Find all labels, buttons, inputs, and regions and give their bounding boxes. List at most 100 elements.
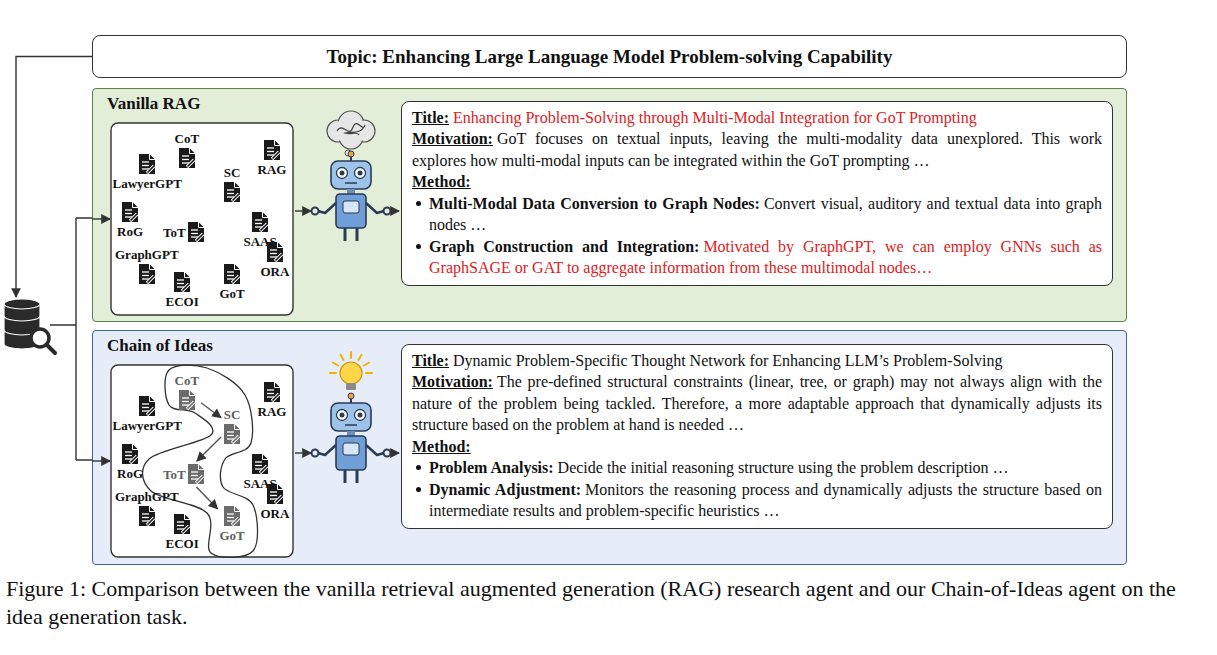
paper-line — [267, 154, 274, 155]
pencil-edge — [130, 214, 137, 221]
database-top — [4, 299, 40, 309]
paper-node: LawyerGPT — [113, 153, 182, 191]
paper-line — [227, 271, 234, 272]
query-wire — [16, 57, 92, 298]
wrench-end — [384, 208, 391, 215]
input-arrow — [295, 210, 311, 211]
robot-arm — [366, 203, 384, 213]
paper-fold — [149, 506, 155, 512]
paper-sheet — [224, 264, 240, 284]
paper-line — [227, 517, 234, 518]
pencil — [131, 456, 138, 463]
paper-line — [270, 256, 277, 257]
paper-line — [191, 233, 198, 234]
paper-fold — [133, 202, 139, 208]
paper-label: LawyerGPT — [113, 176, 182, 191]
agent-panel: Vanilla RAGCoTLawyerGPTRAGSCRoGToTSAASGr… — [92, 88, 1127, 322]
pencil — [272, 152, 279, 159]
card-text: Problem Analysis: — [429, 459, 554, 476]
card-text: Dynamic Problem-Specific Thought Network… — [453, 352, 1002, 369]
paper-sheet — [139, 264, 155, 284]
paper-label: GoT — [220, 286, 245, 301]
paper-sheet — [139, 396, 155, 416]
robot-arm — [318, 203, 336, 213]
robot-mouth — [345, 424, 357, 426]
paper-line — [255, 461, 262, 462]
bullet-item: Graph Construction and Integration:Motiv… — [412, 236, 1102, 279]
paper-label: GraphGPT — [115, 489, 179, 504]
paper-line — [270, 498, 277, 499]
robot-panel — [343, 443, 359, 455]
wrench-end — [312, 208, 319, 215]
antenna-ball — [348, 151, 354, 157]
paper-line — [142, 161, 149, 162]
robot-body — [336, 436, 366, 470]
paper-label: CoT — [175, 131, 200, 146]
bullet-item: Dynamic Adjustment:Monitors the reasonin… — [412, 479, 1102, 522]
pencil-edge — [232, 276, 239, 283]
paper-line — [191, 475, 198, 476]
input-arrow — [295, 452, 311, 453]
paper-node: GraphGPT — [115, 489, 179, 527]
paper-line — [182, 401, 189, 402]
pencil-edge — [260, 466, 267, 473]
paper-line — [191, 229, 198, 230]
paper-line — [125, 216, 132, 217]
paper-line — [177, 521, 184, 522]
paper-icon — [266, 483, 284, 505]
paper-line — [227, 196, 234, 197]
paper-sheet — [174, 272, 190, 292]
paper-sheet — [122, 444, 138, 464]
paper-icon — [138, 153, 156, 175]
chain-arrow — [197, 437, 221, 461]
paper-fold — [235, 182, 241, 188]
bulb-ray — [359, 355, 362, 360]
retrieval-arrow — [92, 460, 110, 461]
paper-sheet — [224, 424, 240, 444]
paper-line — [177, 283, 184, 284]
paper-node: RoG — [117, 443, 143, 481]
paper-node: ECOI — [166, 271, 199, 309]
paper-icon — [223, 423, 241, 445]
paper-line — [227, 193, 234, 194]
paper-sheet — [179, 390, 195, 410]
pencil — [275, 254, 282, 261]
pencil — [196, 476, 203, 483]
paper-fold — [274, 140, 280, 146]
pencil-edge — [232, 436, 239, 443]
paper-label: RoG — [117, 224, 143, 239]
paper-sheet — [174, 514, 190, 534]
robot — [312, 352, 391, 483]
paper-fold — [235, 424, 241, 430]
idea-card: Title:Dynamic Problem-Specific Thought N… — [401, 344, 1113, 529]
paper-fold — [185, 272, 191, 278]
paper-icon — [187, 221, 205, 243]
paper-fold — [189, 390, 195, 396]
paper-line — [125, 451, 132, 452]
pencil-edge — [147, 408, 154, 415]
paper-line — [255, 226, 262, 227]
robot-body — [336, 194, 366, 228]
bullet-dot — [416, 487, 421, 492]
pencil — [183, 284, 190, 291]
paper-icon — [251, 211, 269, 233]
output-arrow — [391, 210, 399, 211]
pencil-edge — [232, 194, 239, 201]
paper-line — [255, 219, 262, 220]
robot-arm — [366, 445, 384, 455]
card-text: Graph Construction and Integration: — [429, 238, 699, 255]
pencil-edge — [147, 276, 154, 283]
paper-icon — [178, 389, 196, 411]
paper-line — [255, 223, 262, 224]
pencil — [261, 224, 268, 231]
paper-label: ORA — [261, 506, 290, 521]
pencil — [147, 518, 154, 525]
paper-line — [191, 478, 198, 479]
card-row: Method: — [412, 436, 1102, 457]
paper-icon — [138, 395, 156, 417]
paper-line — [182, 159, 189, 160]
paper-sheet — [267, 484, 283, 504]
paper-line — [227, 431, 234, 432]
paper-line — [227, 435, 234, 436]
card-row: Title:Enhancing Problem-Solving through … — [412, 107, 1102, 128]
